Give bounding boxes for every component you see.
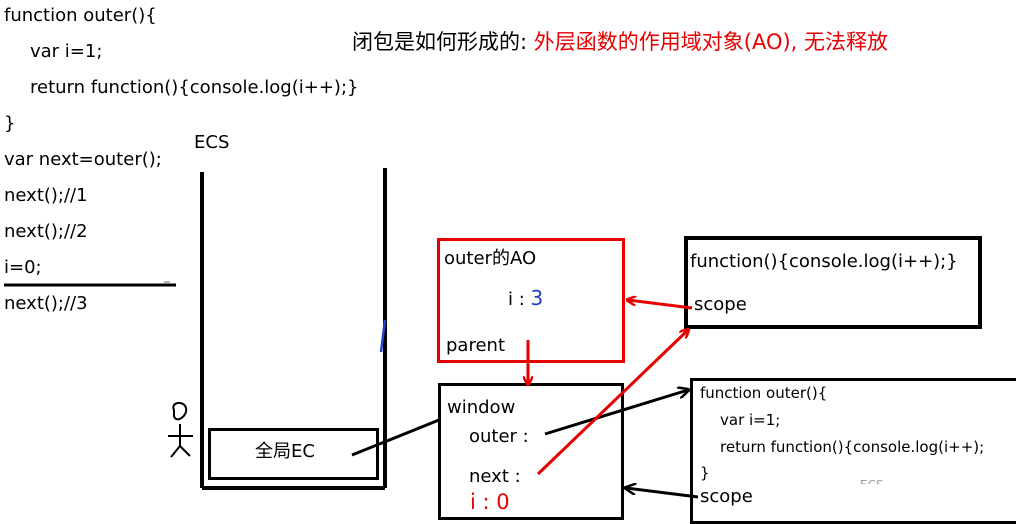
title-highlight: 外层函数的作用域对象(AO), 无法释放 [533, 30, 889, 54]
ecs-label: ECS [194, 132, 230, 153]
outer-fn-line-2: var i=1; [720, 411, 781, 429]
code-line-1: function outer(){ [4, 5, 157, 26]
title-prefix: 闭包是如何形成的: [352, 30, 534, 54]
code-line-4: } [4, 113, 16, 134]
code-line-8: i=0; [4, 257, 42, 278]
global-ec-label: 全局EC [255, 441, 315, 462]
code-line-7: next();//2 [4, 221, 88, 242]
stick-figure-icon [168, 402, 193, 458]
code-line-3: return function(){console.log(i++);} [30, 77, 359, 98]
outer-function-scope: scope [700, 486, 753, 507]
ao-var-name: i : [508, 289, 531, 310]
blue-mark [379, 319, 387, 353]
code-line-2: var i=1; [30, 41, 103, 62]
outer-fn-line-3: return function(){console.log(i++); [720, 438, 985, 456]
diagram-title: 闭包是如何形成的: 外层函数的作用域对象(AO), 无法释放 [352, 26, 888, 56]
code-line-6: next();//1 [4, 185, 88, 206]
code-line-9: next();//3 [4, 293, 88, 314]
link-outer-scope-to-window [626, 488, 699, 499]
link-window-outer [544, 390, 688, 436]
ao-parent: parent [446, 335, 506, 356]
outer-fn-faint-text: ECS [860, 478, 884, 484]
link-inner-scope-to-ao [628, 300, 693, 310]
window-title: window [447, 397, 516, 418]
outer-fn-line-1: function outer(){ [700, 384, 828, 402]
global-ec-box [208, 428, 379, 480]
link-window-next-to-inner [536, 330, 688, 476]
inner-function-code: function(){console.log(i++);} [690, 251, 958, 272]
ao-title: outer的AO [444, 248, 537, 269]
ao-var-value: 3 [530, 286, 544, 310]
code-line-5: var next=outer(); [4, 149, 162, 170]
link-global-ec-to-window [351, 418, 440, 457]
ecs-stack [200, 168, 387, 490]
window-i: i : 0 [470, 490, 510, 514]
outer-fn-line-4: } [700, 464, 710, 482]
ao-var-i: i : 3 [508, 286, 543, 310]
outer-ao-box [437, 238, 625, 363]
inner-function-scope: scope [694, 294, 747, 315]
window-next: next : [469, 466, 521, 487]
inner-function-box [684, 236, 982, 329]
window-outer: outer : [469, 426, 529, 447]
